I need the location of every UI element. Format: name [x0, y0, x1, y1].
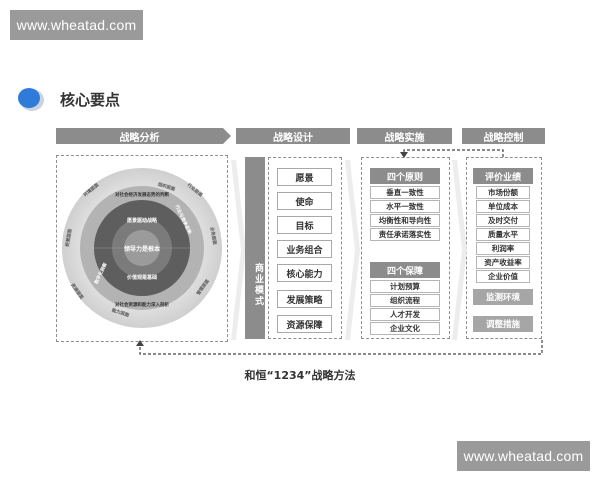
design-item-mission: 使命	[277, 192, 332, 210]
business-model-label: 商业模式	[245, 157, 265, 339]
wheel-outer-4: 资源层面	[69, 282, 85, 301]
watermark-top: www.wheatad.com	[10, 10, 143, 40]
phase-design: 战略设计	[236, 128, 350, 144]
wheel-outer-0: 环境层面	[82, 181, 101, 198]
design-item-strategy: 发展策略	[277, 290, 332, 308]
guarantee-item: 企业文化	[370, 322, 440, 335]
design-item-vision: 愿景	[277, 168, 332, 186]
evaluate-item: 利润率	[476, 242, 530, 255]
wheel-outer-5: 经营层面	[64, 228, 74, 247]
wheel-outer-2: 业务层面	[208, 226, 218, 245]
adjust-measures: 调整措施	[473, 316, 533, 332]
phase-analysis: 战略分析	[56, 128, 223, 144]
guarantee-item: 计划预算	[370, 280, 440, 293]
evaluate-item: 质量水平	[476, 228, 530, 241]
evaluate-item: 单位成本	[476, 200, 530, 213]
watermark-bottom: www.wheatad.com	[457, 441, 590, 471]
wheel-outer-3: 管理层面	[195, 277, 211, 296]
phase-control: 战略控制	[462, 128, 545, 144]
blob-bullet-icon	[16, 86, 46, 112]
guarantee-item: 人才开发	[370, 308, 440, 321]
wheel-outer-1: 行业层面	[185, 181, 204, 199]
wheel-outer-6: 组织层面	[157, 180, 177, 192]
principle-item: 责任承诺落实性	[370, 228, 440, 241]
analysis-wheel	[62, 168, 222, 328]
wheel-middle-right: 行业与竞争态势	[173, 203, 193, 236]
analysis-box	[56, 155, 228, 342]
design-item-resource: 资源保障	[277, 315, 332, 333]
evaluate-item: 市场份额	[476, 186, 530, 199]
design-item-core: 核心能力	[277, 264, 332, 282]
wheel-middle-top: 对社会经济发展态势的判断	[115, 191, 169, 198]
section-heading: 核心要点	[16, 86, 120, 112]
wheel-inner-top: 愿景驱动战略	[127, 217, 158, 224]
evaluate-item: 企业价值	[476, 270, 530, 283]
principles-header: 四个原则	[370, 168, 440, 184]
wheel-inner-bottom: 价值观是基础	[127, 274, 157, 281]
evaluate-item: 资产收益率	[476, 256, 530, 269]
evaluate-header: 评价业绩	[473, 168, 533, 184]
design-box	[268, 157, 342, 339]
principle-item: 水平一致性	[370, 200, 440, 213]
design-item-portfolio: 业务组合	[277, 240, 332, 258]
implementation-box	[361, 157, 450, 339]
principle-item: 垂直一致性	[370, 186, 440, 199]
guarantee-item: 组织流程	[370, 294, 440, 307]
evaluate-item: 及时交付	[476, 214, 530, 227]
wheel-outer-7: 能力层面	[111, 306, 131, 318]
guarantees-header: 四个保障	[370, 262, 440, 278]
section-title: 核心要点	[60, 90, 121, 109]
design-item-goal: 目标	[277, 216, 332, 234]
phase-implementation: 战略实施	[357, 128, 452, 144]
monitor-environment: 监测环境	[473, 289, 533, 305]
principle-item: 均衡性和导向性	[370, 214, 440, 227]
wheel-center-label: 领导力是根本	[124, 245, 161, 253]
wheel-middle-left: 数字化洞察	[93, 261, 109, 285]
diagram-caption: 和恒“1234”战略方法	[244, 369, 356, 382]
wheel-middle-bottom: 对社会资源和能力深入剖析	[115, 301, 169, 308]
